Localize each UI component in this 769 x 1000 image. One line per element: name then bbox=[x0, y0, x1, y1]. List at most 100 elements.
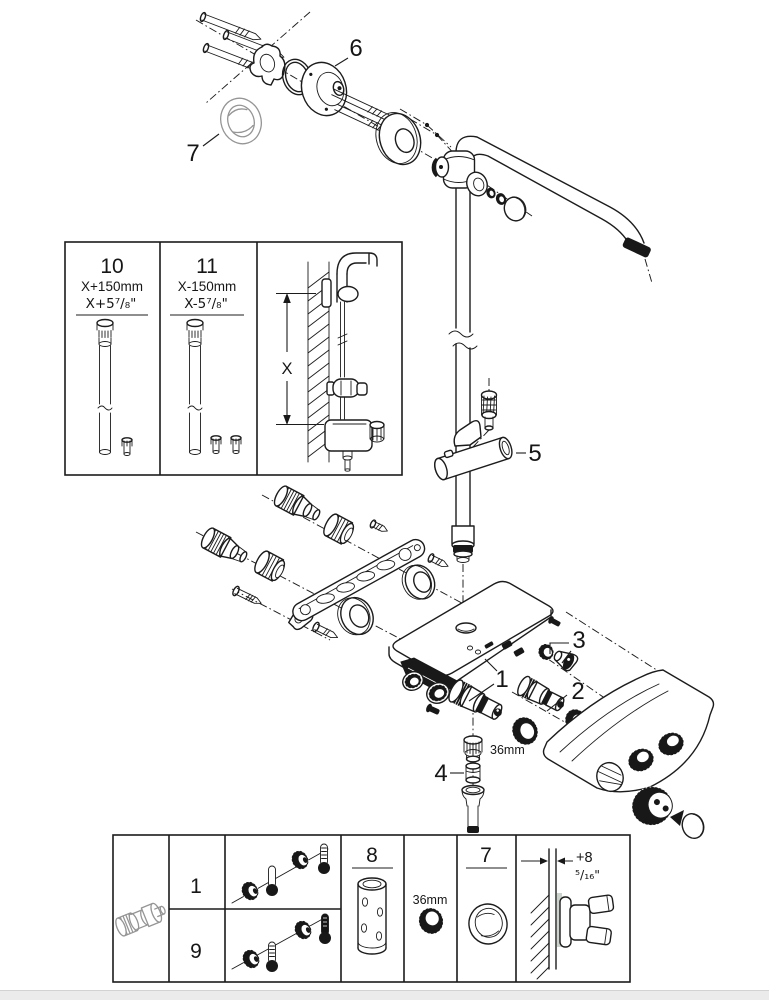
clamp-seal-ring bbox=[495, 193, 507, 205]
clearance-metric-label: +8 bbox=[576, 850, 593, 866]
locknut-36mm bbox=[511, 716, 539, 746]
thermostat-shelf-body bbox=[388, 580, 561, 715]
knurled-knob bbox=[627, 748, 655, 772]
callout-1-label: 1 bbox=[495, 666, 508, 693]
table-ring-label: 7 bbox=[480, 844, 492, 867]
variant-11-number: 11 bbox=[196, 255, 218, 278]
screw-set-icon bbox=[210, 435, 222, 454]
pipe-extension-icon bbox=[186, 318, 204, 455]
callout-2-leader bbox=[546, 694, 568, 712]
variant-10-imperial: X+5⁷/₈" bbox=[86, 296, 137, 312]
screw-icon bbox=[199, 11, 262, 41]
clip-tab bbox=[513, 647, 525, 657]
screw-icon bbox=[548, 616, 561, 627]
thermometer-icon-solid bbox=[319, 913, 331, 944]
shower-pipe bbox=[448, 135, 653, 544]
cartridge-2 bbox=[517, 675, 565, 712]
callout-5-label: 5 bbox=[528, 440, 541, 467]
callout-1-leader bbox=[468, 658, 498, 702]
valve-side-view bbox=[559, 894, 615, 948]
callout-4-label: 4 bbox=[434, 760, 447, 787]
s-union-connector bbox=[273, 485, 321, 521]
callout-2-label: 2 bbox=[571, 678, 584, 705]
bracket-plate bbox=[292, 538, 426, 622]
page-bottom-edge bbox=[0, 990, 769, 1000]
height-measurement-diagram: X bbox=[276, 252, 385, 472]
valve-nut bbox=[538, 643, 554, 661]
callout-7-leader bbox=[202, 133, 220, 147]
variant-11-metric: X-150mm bbox=[178, 279, 237, 294]
diverter-knob bbox=[480, 390, 498, 431]
clip-tab bbox=[501, 640, 513, 650]
reference-cartridge-gray bbox=[115, 902, 166, 937]
shower-arm-tip bbox=[622, 237, 651, 258]
escutcheon-ring bbox=[401, 564, 436, 600]
callout-7-label: 7 bbox=[186, 140, 199, 167]
wall-hatch bbox=[530, 894, 550, 980]
valve-seat-icon bbox=[242, 949, 260, 969]
variant-11-imperial: X-5⁷/₈" bbox=[184, 296, 228, 312]
callout-3-label: 3 bbox=[572, 627, 585, 654]
size-variant-inset: 10 X+150mm X+5⁷/₈" 11 X-150mm X-5⁷/₈" bbox=[64, 241, 403, 476]
inlet-port bbox=[402, 671, 424, 691]
rail-slider bbox=[326, 378, 368, 420]
thermometer-icon bbox=[266, 865, 278, 896]
variant-10-number: 10 bbox=[100, 255, 123, 278]
inset-cell-variant-10: 10 X+150mm X+5⁷/₈" bbox=[76, 255, 148, 456]
wall-hatch bbox=[307, 271, 330, 458]
pipe-break-mark bbox=[448, 330, 478, 350]
outlet-spout bbox=[461, 784, 485, 833]
pipe-extension-icon bbox=[96, 318, 114, 455]
thermostat-side-view bbox=[324, 419, 385, 472]
screw-icon bbox=[427, 553, 449, 567]
locknut-size-label: 36mm bbox=[490, 743, 525, 757]
check-valve-stack bbox=[461, 735, 485, 833]
escutcheon-ring bbox=[337, 596, 374, 636]
shower-holder bbox=[434, 419, 513, 481]
table-sleeve-label: 8 bbox=[366, 844, 378, 867]
variant-10-metric: X+150mm bbox=[81, 279, 143, 294]
wall-anchor-plate bbox=[249, 43, 286, 86]
alternative-escutcheon-ring-7 bbox=[220, 97, 262, 145]
screw-icon bbox=[232, 585, 262, 604]
screw-set-icon bbox=[121, 437, 133, 456]
pipe-bottom-connector bbox=[451, 525, 475, 563]
screw-icon bbox=[334, 103, 396, 135]
clamp-end-cap bbox=[503, 196, 527, 222]
slide-rail bbox=[321, 252, 378, 378]
table-row-1-label: 1 bbox=[190, 875, 202, 898]
cartridge-1 bbox=[448, 679, 503, 720]
end-cap bbox=[681, 813, 705, 839]
parts-table: 1 9 bbox=[112, 834, 631, 983]
callout-6-label: 6 bbox=[349, 35, 362, 62]
union-nut bbox=[323, 513, 355, 545]
screw-icon bbox=[369, 519, 388, 532]
control-shield bbox=[542, 669, 715, 839]
union-body bbox=[300, 61, 348, 117]
screw-icon bbox=[426, 703, 440, 715]
control-dial bbox=[631, 786, 673, 826]
check-valve bbox=[465, 762, 481, 784]
shield-opening bbox=[596, 761, 624, 793]
screw-icon bbox=[331, 88, 396, 122]
wall-clearance-diagram: +8 ⁵/₁₆" bbox=[521, 848, 615, 980]
adapter-fitting bbox=[463, 735, 483, 763]
knurled-knob bbox=[657, 732, 685, 756]
inlet-port bbox=[426, 682, 450, 704]
escutcheon-ring-icon bbox=[468, 903, 508, 945]
clearance-imperial-label: ⁵/₁₆" bbox=[575, 867, 600, 882]
clamp-seal-ring bbox=[486, 187, 496, 199]
table-row-9-label: 9 bbox=[190, 940, 202, 963]
table-locknut-size-label: 36mm bbox=[413, 893, 448, 907]
locknut-icon bbox=[418, 907, 444, 935]
screw-icon bbox=[312, 621, 339, 639]
valve-seat-icon bbox=[241, 881, 259, 901]
mounting-sleeve-icon bbox=[357, 877, 387, 955]
callout-6-leader bbox=[334, 57, 349, 67]
screw-set-icon bbox=[230, 435, 242, 454]
x-dimension-label: X bbox=[281, 360, 292, 378]
union-nut bbox=[254, 550, 286, 582]
mounting-bracket-assembly bbox=[200, 485, 449, 639]
